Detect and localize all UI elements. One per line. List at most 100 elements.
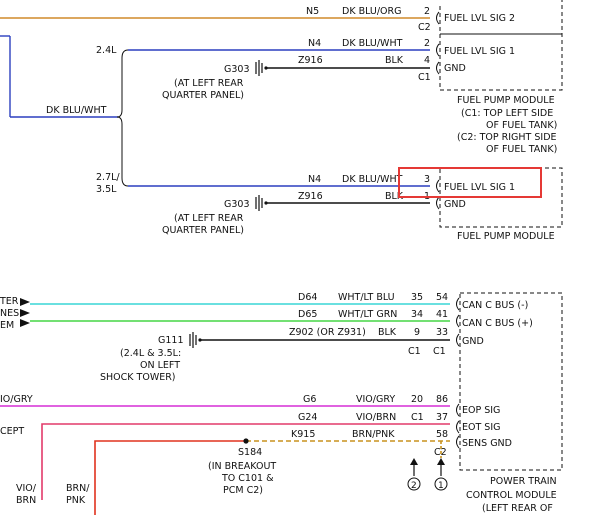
wire-g24-pink [41, 423, 450, 500]
fuel-pump-module-note: (C1: TOP LEFT SIDE [461, 108, 553, 119]
ref-number: 1 [438, 481, 444, 491]
wire-d64-circuit: D64 [298, 292, 317, 303]
pin-bracket [456, 297, 460, 311]
signal-sens-gnd: SENS GND [462, 438, 512, 449]
pin-bracket [456, 420, 460, 434]
wire-g24-color: VIO/BRN [356, 412, 396, 423]
fuel-pump-module-note: (C2: TOP RIGHT SIDE [457, 132, 557, 143]
wire-z902-color: BLK [378, 327, 397, 338]
left-cut-label: EM [0, 320, 14, 331]
wire-z916-color: BLK [385, 191, 404, 202]
wire-z916-circuit: Z916 [298, 191, 323, 202]
ref-number: 2 [411, 481, 417, 491]
ground-symbol-icon [255, 195, 268, 211]
wire-d65-circuit: D65 [298, 309, 317, 320]
pin-bracket [436, 11, 440, 25]
pin-bracket [436, 61, 440, 75]
pin-bracket [436, 196, 440, 210]
wire-k915-circuit: K915 [291, 429, 315, 440]
wire-red [94, 440, 246, 515]
wire-n5-color: DK BLU/ORG [342, 6, 402, 17]
bottom-wire-label: PNK [66, 495, 86, 506]
left-cut-label: CEPT [0, 426, 24, 437]
signal-fuel-lvl-sig-1: FUEL LVL SIG 1 [444, 46, 515, 57]
pin-g24-a: C1 [411, 412, 424, 423]
pin-n4: 3 [424, 174, 430, 185]
signal-fuel-lvl-sig-2: FUEL LVL SIG 2 [444, 13, 515, 24]
variant-2-4l: 2.4L [96, 45, 117, 56]
signal-eop-sig: EOP SIG [462, 405, 500, 416]
ground-symbol-icon [189, 332, 202, 348]
pin-bracket [456, 403, 460, 417]
bottom-wire-label: BRN/ [66, 483, 90, 494]
fuel-pump-module-label: FUEL PUMP MODULE [457, 95, 555, 106]
signal-gnd: GND [444, 199, 466, 210]
connector-c1-label: C1 [433, 346, 446, 357]
ground-g303-label: G303 [224, 64, 250, 75]
pin-g6-a: 20 [411, 394, 423, 405]
splice-s184-dot [243, 438, 249, 444]
signal-gnd: GND [462, 336, 484, 347]
splice-s184-label: S184 [238, 447, 262, 458]
pin-bracket [456, 435, 460, 449]
highlight-box [398, 167, 542, 198]
variant-3-5l: 3.5L [96, 184, 117, 195]
signal-gnd: GND [444, 63, 466, 74]
wire-d64-color: WHT/LT BLU [338, 292, 395, 303]
bottom-wire-label: BRN [16, 495, 36, 506]
pin-bracket [456, 314, 460, 328]
connector-c1-label: C1 [418, 72, 431, 83]
ground-symbol-icon [255, 60, 268, 76]
bottom-wire-label: VIO/ [16, 483, 37, 494]
ground-g111-location: ON LEFT [140, 360, 180, 371]
wire-g6-color: VIO/GRY [356, 394, 395, 405]
fuel-pump-module-label: FUEL PUMP MODULE [457, 231, 555, 242]
pin-n4: 2 [424, 38, 430, 49]
signal-fuel-lvl-sig-1: FUEL LVL SIG 1 [444, 182, 515, 193]
fuel-pump-module-box [439, 167, 563, 228]
ground-g111-label: G111 [158, 335, 184, 346]
wire-n4-circuit: N4 [308, 38, 321, 49]
wire-d65-color: WHT/LT GRN [338, 309, 397, 320]
variant-2-7l: 2.7L/ [96, 172, 120, 183]
arrow-up-icon [437, 458, 445, 465]
ground-g303-label: G303 [224, 199, 250, 210]
wire-k915-color: BRN/PNK [352, 429, 395, 440]
left-cut-label: TER [0, 296, 19, 307]
ground-g303-location: (AT LEFT REAR [174, 213, 244, 224]
arrow-left-icon [20, 319, 30, 327]
pin-k915-b: 58 [436, 429, 448, 440]
wire-g6-circuit: G6 [303, 394, 316, 405]
signal-can-c-bus-minus: CAN C BUS (-) [462, 300, 528, 311]
splice-s184-location: PCM C2) [223, 485, 263, 496]
wire-n4-color: DK BLU/WHT [342, 174, 403, 185]
connector-c2-label: C2 [418, 22, 431, 33]
ground-g303-location: QUARTER PANEL) [162, 225, 244, 236]
ref-circle-icon [407, 477, 421, 491]
ground-g111-location: (2.4L & 3.5L: [120, 348, 181, 359]
wire-g24-circuit: G24 [298, 412, 317, 423]
splice-s184-location: TO C101 & [221, 473, 274, 484]
left-cut-label: IO/GRY [0, 394, 33, 405]
wire-z902-circuit: Z902 (OR Z931) [289, 327, 366, 338]
left-cut-label: NES [0, 308, 19, 319]
pin-d64-b: 54 [436, 292, 448, 303]
signal-can-c-bus-plus: CAN C BUS (+) [462, 318, 533, 329]
pcm-module-label: POWER TRAIN [490, 476, 557, 487]
wire-n4-circuit: N4 [308, 174, 321, 185]
wire-z916-circuit: Z916 [298, 55, 323, 66]
pin-d65-b: 41 [436, 309, 448, 320]
option-brace [116, 49, 129, 187]
ground-g303-location: QUARTER PANEL) [162, 90, 244, 101]
ground-g303-location: (AT LEFT REAR [174, 78, 244, 89]
fuel-pump-module-note: OF FUEL TANK) [486, 144, 557, 155]
pin-bracket [436, 179, 440, 193]
wire-n4-color: DK BLU/WHT [342, 38, 403, 49]
pin-g24-b: 37 [436, 412, 448, 423]
fuel-pump-module-box [439, 0, 563, 91]
ref-circle-icon [434, 477, 448, 491]
pin-bracket [456, 333, 460, 347]
arrow-up-icon [410, 458, 418, 465]
arrow-left-icon [20, 309, 30, 317]
